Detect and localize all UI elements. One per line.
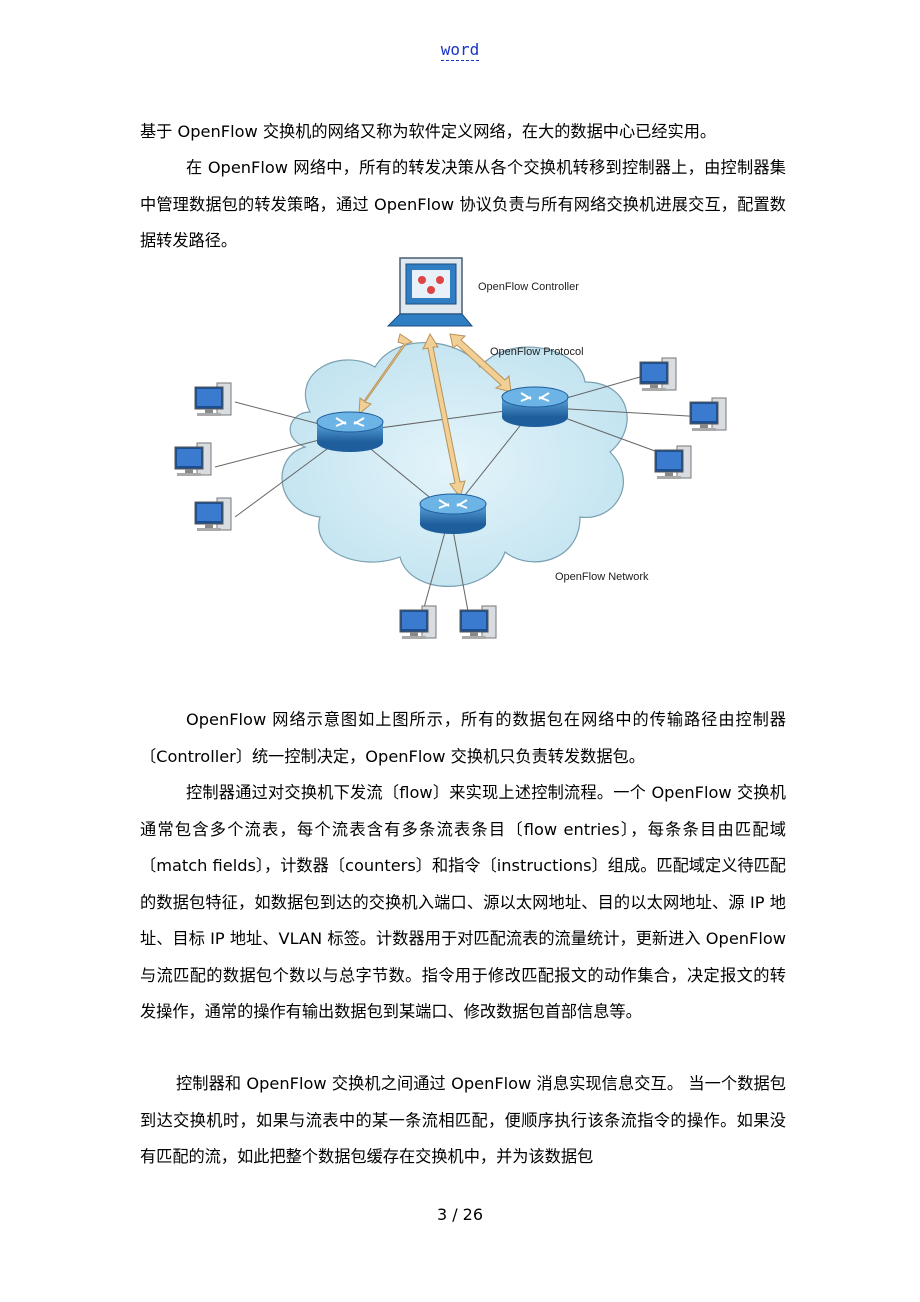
paragraph-3: OpenFlow 网络示意图如上图所示，所有的数据包在网络中的传输路径由控制器〔… xyxy=(140,710,786,766)
host-computer-icon xyxy=(399,605,437,639)
openflow-network-diagram: OpenFlow Controller OpenFlow Protocol Op… xyxy=(174,257,727,639)
host-computer-icon xyxy=(194,382,232,416)
router-icon xyxy=(419,493,487,534)
host-computer-icon xyxy=(639,357,677,391)
protocol-label: OpenFlow Protocol xyxy=(490,346,584,358)
host-computer-icon xyxy=(689,397,727,431)
host-computer-icon xyxy=(174,442,212,476)
host-computer-icon xyxy=(459,605,497,639)
paragraph-2: 在 OpenFlow 网络中，所有的转发决策从各个交换机转移到控制器上，由控制器… xyxy=(140,158,786,250)
router-icon xyxy=(316,411,384,452)
paragraph-4: 控制器通过对交换机下发流〔flow〕来实现上述控制流程。一个 OpenFlow … xyxy=(140,783,786,1021)
controller-icon xyxy=(386,257,474,327)
header-word-link[interactable]: word xyxy=(0,40,920,61)
network-label: OpenFlow Network xyxy=(555,571,649,583)
page-number: 3 / 26 xyxy=(436,1205,484,1224)
paragraph-1: 基于 OpenFlow 交换机的网络又称为软件定义网络，在大的数据中心已经实用。 xyxy=(140,122,717,141)
header-link-text[interactable]: word xyxy=(440,40,480,61)
paragraph-5: 控制器和 OpenFlow 交换机之间通过 OpenFlow 消息实现信息交互。… xyxy=(140,1074,786,1166)
router-icon xyxy=(501,386,569,427)
controller-label: OpenFlow Controller xyxy=(478,281,579,293)
host-computer-icon xyxy=(194,497,232,531)
host-computer-icon xyxy=(654,445,692,479)
